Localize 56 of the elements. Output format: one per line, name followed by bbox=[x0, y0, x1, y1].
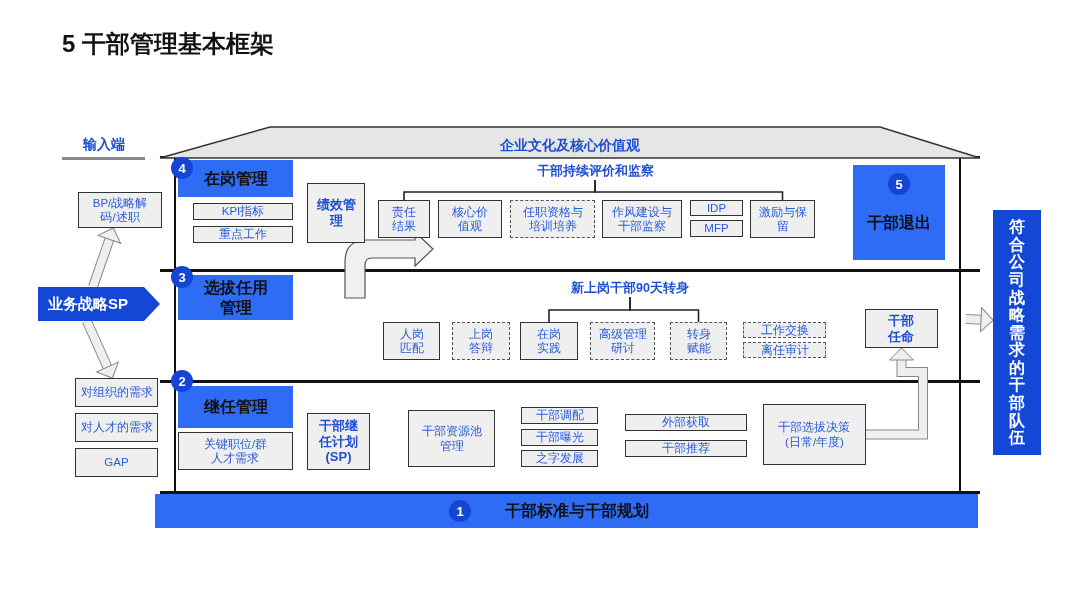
page-title: 5 干部管理基本框架 bbox=[62, 29, 274, 59]
item-card: 干部任命 bbox=[865, 309, 938, 348]
item-card: 对人才的需求 bbox=[75, 413, 158, 442]
label-text: 干部标准与干部规划 bbox=[504, 500, 649, 521]
item-card: 干部资源池管理 bbox=[408, 410, 495, 467]
item-card: 核心价值观 bbox=[438, 200, 502, 238]
label-text: 符合公司战略需求的干部队伍 bbox=[1009, 218, 1025, 447]
number-badge: 1 bbox=[449, 500, 471, 522]
dashed-item-card: 工作交换 bbox=[743, 322, 826, 338]
item-card: 对组织的需求 bbox=[75, 378, 158, 407]
number-badge: 3 bbox=[171, 266, 193, 288]
item-card: 重点工作 bbox=[193, 226, 293, 243]
item-card: 干部推荐 bbox=[625, 440, 747, 457]
item-card: BP/战略解码/述职 bbox=[78, 192, 162, 228]
bracket-line bbox=[594, 179, 784, 201]
item-card: 责任结果 bbox=[378, 200, 430, 238]
label-text: 企业文化及核心价值观 bbox=[500, 136, 640, 155]
heading-text: 干部持续评价和监察 bbox=[500, 162, 690, 180]
item-card: IDP bbox=[690, 200, 743, 216]
item-card: 作风建设与干部监察 bbox=[602, 200, 682, 238]
item-card: 干部曝光 bbox=[521, 429, 598, 446]
bracket-line bbox=[629, 296, 700, 323]
input-heading: 输入端 bbox=[62, 136, 145, 160]
item-card: 外部获取 bbox=[625, 414, 747, 431]
item-card: 激励与保留 bbox=[750, 200, 815, 238]
label-text: 业务战略SP bbox=[48, 294, 128, 314]
section-header: 继任管理 bbox=[178, 386, 293, 428]
item-card: 在岗实践 bbox=[520, 322, 578, 360]
block-arrow bbox=[88, 226, 122, 289]
block-arrow bbox=[866, 347, 928, 440]
heading-text: 新上岗干部90天转身 bbox=[520, 279, 740, 297]
dashed-item-card: 转身赋能 bbox=[670, 322, 727, 360]
dashed-item-card: 上岗答辩 bbox=[452, 322, 510, 360]
dashed-item-card: 高级管理研讨 bbox=[590, 322, 655, 360]
foundation-band bbox=[155, 494, 978, 528]
strategy-arrow-panel bbox=[38, 287, 160, 321]
exit-panel bbox=[853, 165, 945, 260]
number-badge: 5 bbox=[888, 173, 910, 195]
item-card: 人岗匹配 bbox=[383, 322, 440, 360]
item-card: 绩效管理 bbox=[307, 183, 365, 243]
result-panel bbox=[993, 210, 1041, 455]
item-card: KPI指标 bbox=[193, 203, 293, 220]
label-text: 干部退出 bbox=[867, 213, 931, 233]
dashed-item-card: 任职资格与培训培养 bbox=[510, 200, 595, 238]
item-card: 之字发展 bbox=[521, 450, 598, 467]
item-card: 干部选拔决策(日常/年度) bbox=[763, 404, 866, 465]
item-card: GAP bbox=[75, 448, 158, 477]
block-arrow bbox=[965, 307, 994, 333]
item-card: 干部调配 bbox=[521, 407, 598, 424]
item-card: 干部继任计划(SP) bbox=[307, 413, 370, 470]
number-badge: 4 bbox=[171, 157, 193, 179]
item-card: 关键职位/群人才需求 bbox=[178, 432, 293, 470]
number-badge: 2 bbox=[171, 370, 193, 392]
roof-band bbox=[160, 127, 980, 158]
item-card: MFP bbox=[690, 220, 743, 237]
dashed-item-card: 离任审计 bbox=[743, 342, 826, 358]
